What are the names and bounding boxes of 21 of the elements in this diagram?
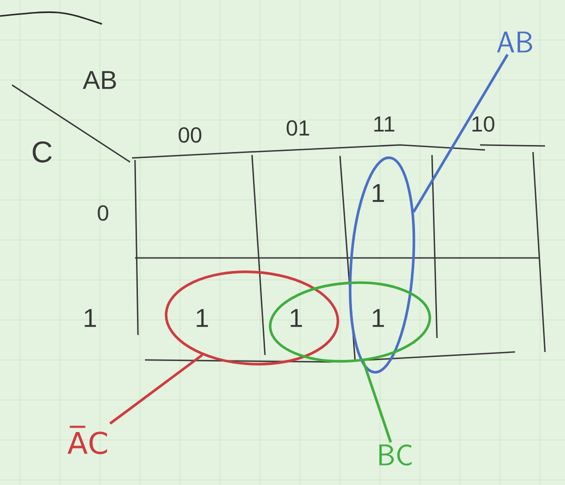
row-header: 0 (98, 205, 108, 221)
cell-value: 1 (372, 184, 384, 202)
cell-value: 1 (290, 309, 302, 327)
axis-label: AB (82, 71, 116, 89)
cell-value: 1 (372, 309, 384, 327)
group-label: AB (497, 32, 532, 52)
leader-line (109, 354, 203, 425)
column-header: 10 (472, 116, 494, 132)
axis-label: C (32, 141, 52, 163)
column-header: 01 (286, 120, 310, 136)
group-loop (164, 270, 340, 366)
row-header: 1 (84, 309, 96, 327)
column-header: 11 (374, 116, 394, 132)
leader-line (412, 54, 509, 213)
leader-line (362, 360, 392, 443)
cell-value: 1 (196, 309, 208, 327)
column-header: 00 (178, 127, 202, 143)
group-label: BC (379, 444, 412, 466)
group-label: A̅C (68, 426, 108, 454)
group-loop (348, 156, 416, 374)
group-loop (268, 281, 432, 363)
